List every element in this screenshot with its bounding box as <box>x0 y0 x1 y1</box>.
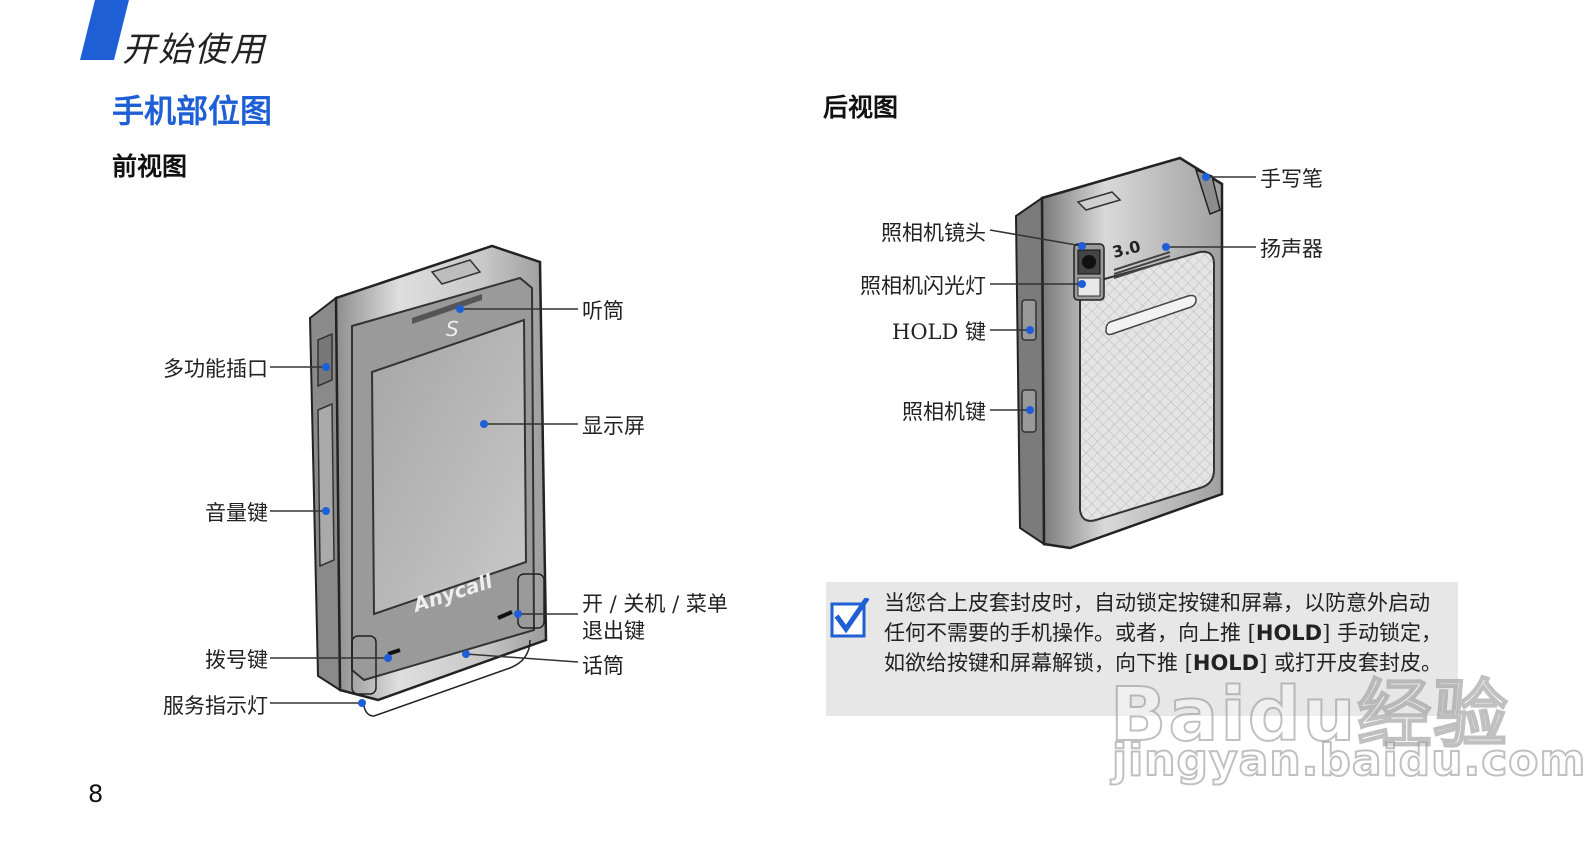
label-speaker: 扬声器 <box>1260 237 1323 261</box>
note-text: 当您合上皮套封皮时，自动锁定按键和屏幕，以防意外启动任何不需要的手机操作。或者，… <box>884 591 1442 675</box>
label-multi-port: 多功能插口 <box>163 357 268 381</box>
page-number: 8 <box>88 780 104 808</box>
front-view-title: 前视图 <box>112 152 188 181</box>
label-service-light: 服务指示灯 <box>163 694 268 718</box>
chapter-title: 开始使用 <box>122 30 266 70</box>
label-camera-key: 照相机键 <box>902 400 986 424</box>
back-view-title: 后视图 <box>823 93 899 122</box>
label-volume-key: 音量键 <box>205 501 268 525</box>
label-dial-key: 拨号键 <box>205 648 268 672</box>
section-title: 手机部位图 <box>112 92 273 130</box>
checkbox-note-icon <box>830 598 870 638</box>
watermark-logo: Baidu经验 <box>1109 671 1510 759</box>
brand-logo-mark: S <box>446 317 459 341</box>
back-leader-lines <box>989 173 1256 414</box>
label-earpiece: 听筒 <box>582 299 624 323</box>
watermark-url: jingyan.baidu.com <box>1111 734 1584 787</box>
label-power-menu-exit-line2: 退出键 <box>582 619 645 643</box>
label-camera-lens: 照相机镜头 <box>881 221 986 245</box>
front-leader-lines <box>270 305 579 707</box>
label-display: 显示屏 <box>582 414 645 438</box>
label-stylus: 手写笔 <box>1260 167 1323 191</box>
note-box <box>826 582 1458 716</box>
label-hold-key: HOLD 键 <box>892 320 986 344</box>
label-camera-flash: 照相机闪光灯 <box>860 274 986 298</box>
label-power-menu-exit-line1: 开 / 关机 / 菜单 <box>582 592 728 616</box>
label-microphone: 话筒 <box>582 654 624 678</box>
